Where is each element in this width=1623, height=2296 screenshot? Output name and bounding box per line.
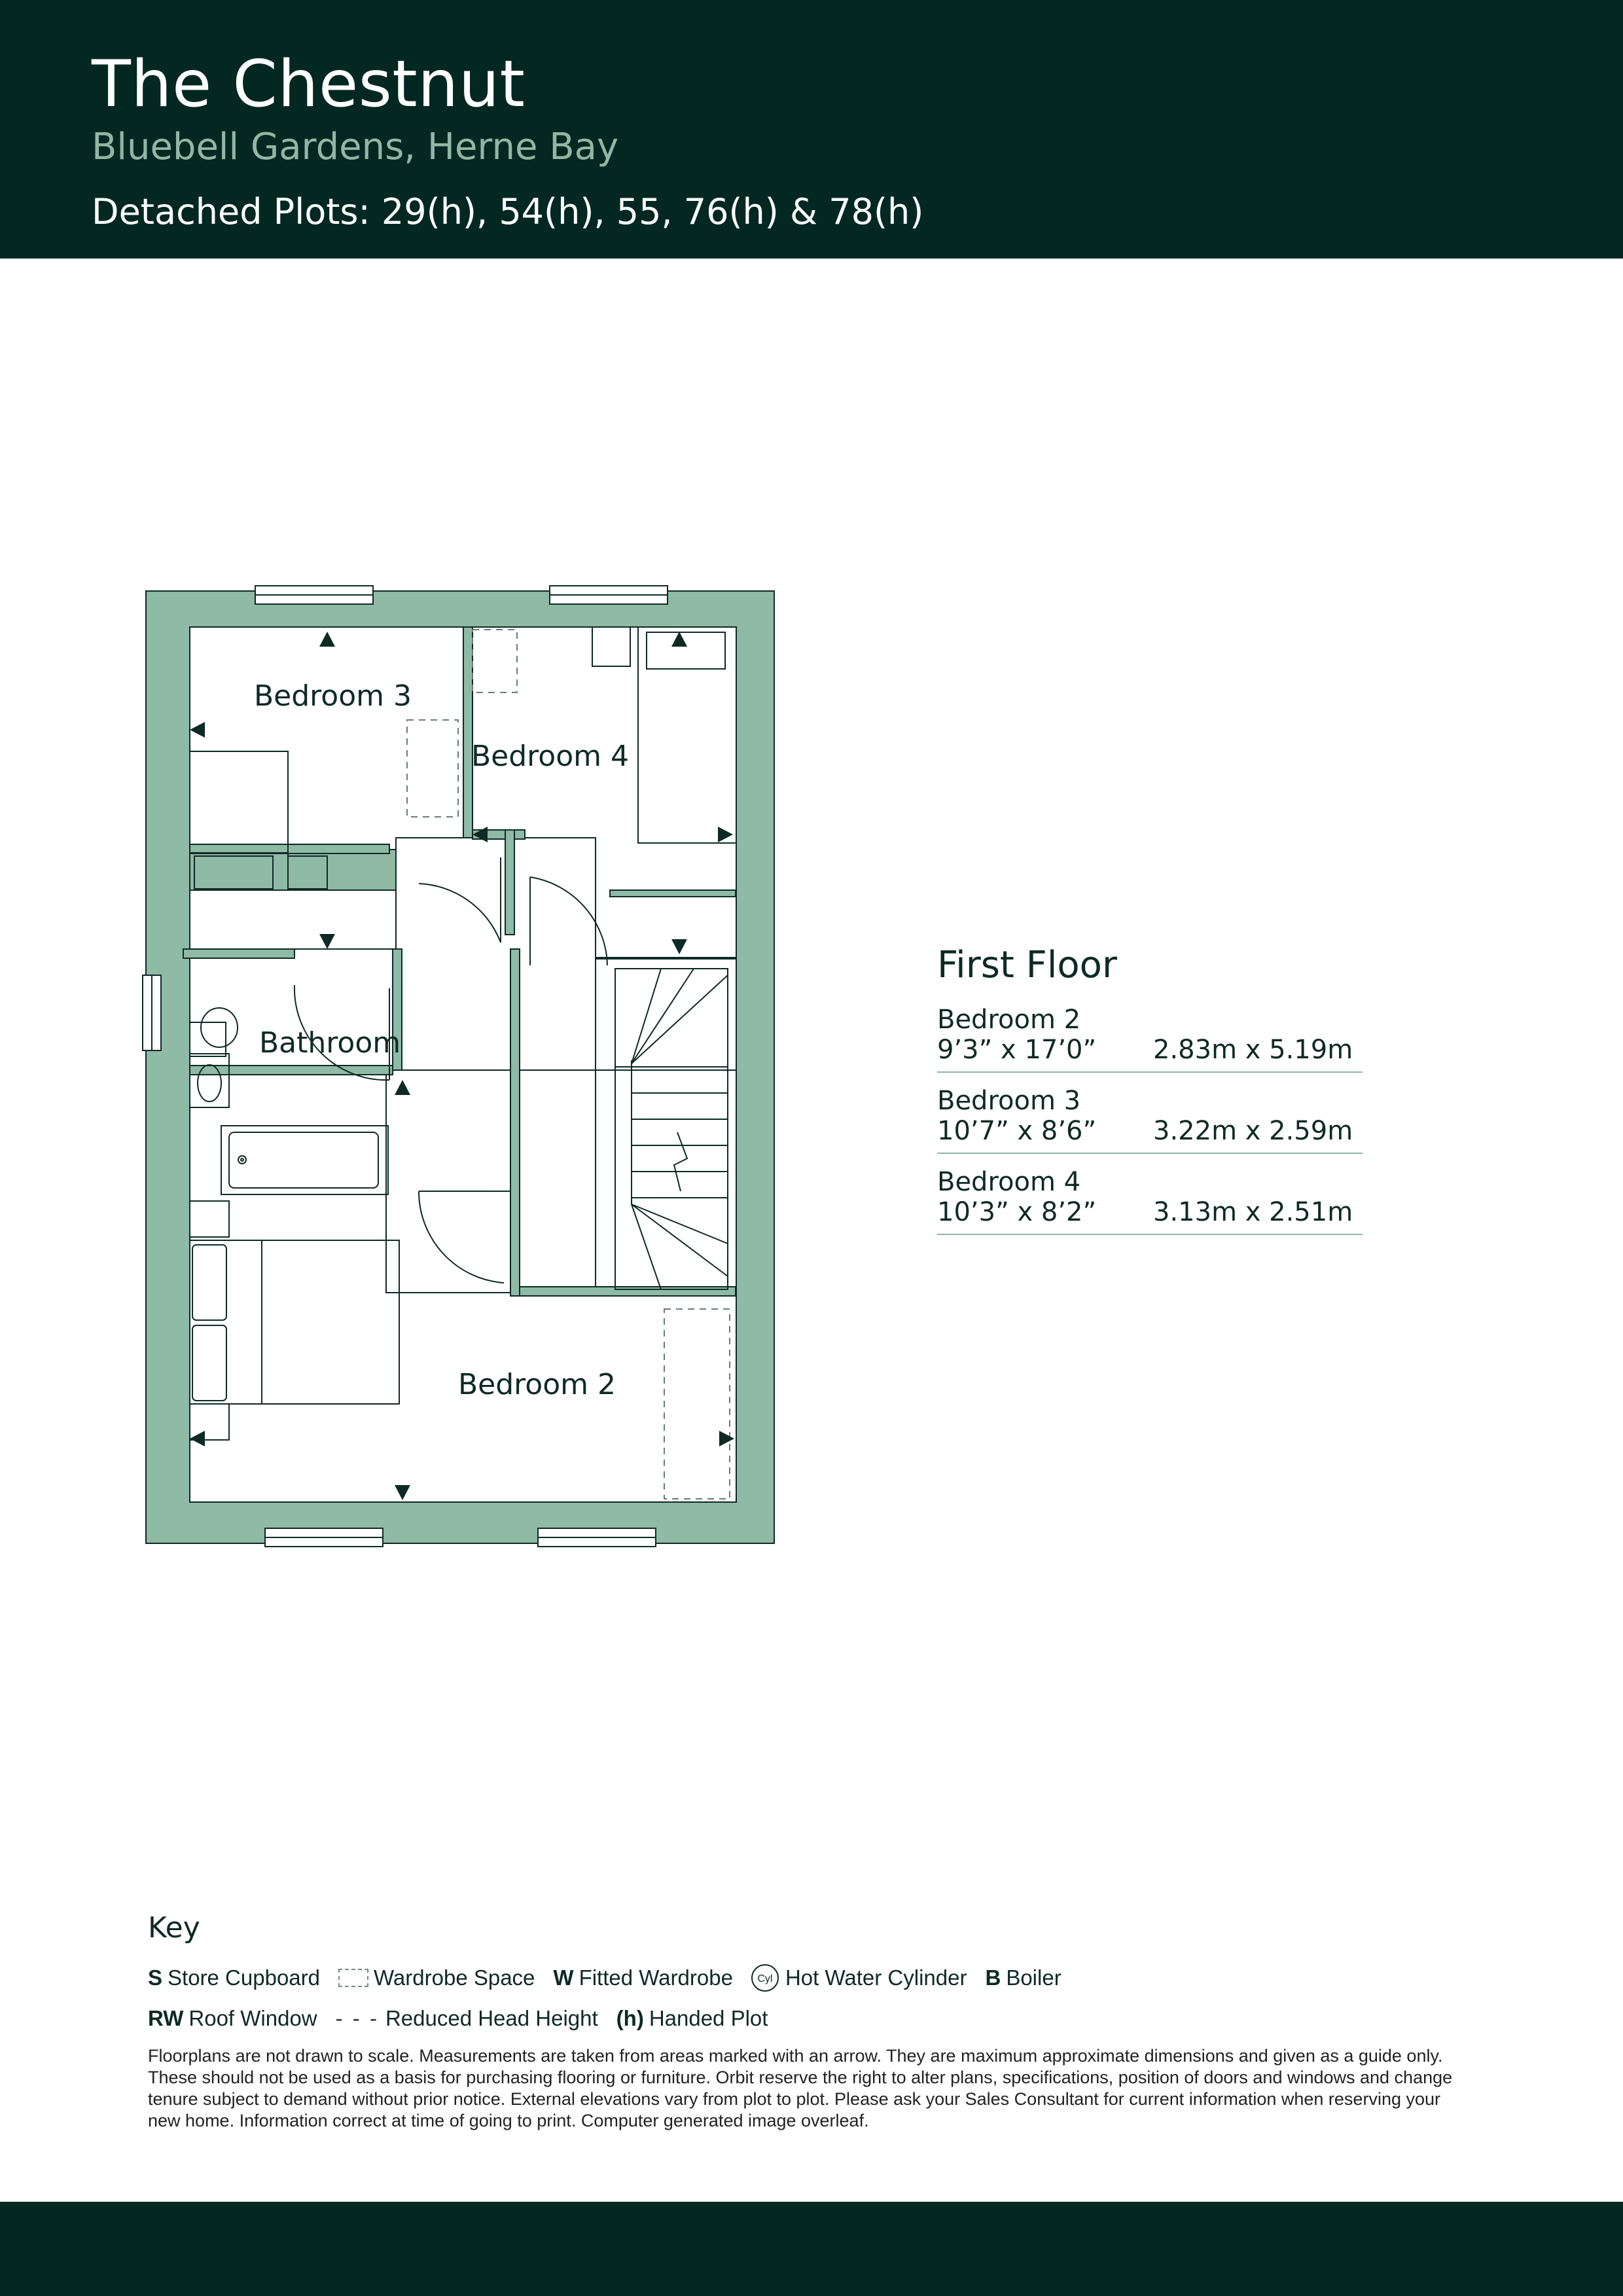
plots-line: Detached Plots: 29(h), 54(h), 55, 76(h) …: [92, 191, 924, 232]
wardrobe-space-swatch-icon: [338, 1969, 368, 1987]
boiler-label: Boiler: [1006, 1965, 1061, 1990]
key-title: Key: [148, 1911, 200, 1945]
wardrobe-spaces: [406, 629, 730, 1499]
disclaimer-text: Floorplans are not drawn to scale. Measu…: [148, 2046, 1453, 2130]
footer-band: [0, 2202, 1623, 2296]
room-dimensions-panel: First Floor Bedroom 2 9’3” x 17’0” 2.83m…: [937, 944, 1363, 1248]
boiler-code: B: [985, 1965, 1001, 1990]
wardrobe-space-label: Wardrobe Space: [374, 1965, 535, 1990]
key-boiler: B Boiler: [985, 1965, 1061, 1990]
reduced-label: Reduced Head Height: [385, 2006, 598, 2030]
room-floors: [189, 626, 737, 1503]
roof-label: Roof Window: [188, 2006, 317, 2030]
staircase: [615, 968, 728, 1290]
key-hot-water-cylinder: Cyl Hot Water Cylinder: [751, 1964, 967, 1992]
room-name: Bedroom 2: [937, 1005, 1081, 1035]
room-dimensions: 9’3” x 17’0” 2.83m x 5.19m: [937, 1035, 1363, 1065]
key-reduced-head-height: - - - Reduced Head Height: [336, 2006, 598, 2031]
key-roof-window: RW Roof Window: [148, 2006, 317, 2031]
development-subtitle: Bluebell Gardens, Herne Bay: [92, 126, 619, 168]
cylinder-icon: Cyl: [751, 1964, 779, 1992]
fitted-label: Fitted Wardrobe: [579, 1965, 733, 1990]
room-dimensions: 10’7” x 8’6” 3.22m x 2.59m: [937, 1116, 1363, 1146]
handed-label: Handed Plot: [649, 2006, 768, 2030]
metric-dimensions: 3.13m x 2.51m: [1153, 1197, 1353, 1227]
room-row: Bedroom 4 10’3” x 8’2” 3.13m x 2.51m: [937, 1167, 1363, 1235]
room-label-bedroom2: Bedroom 2: [458, 1368, 616, 1401]
windows: [142, 585, 668, 1547]
key-row: RW Roof Window - - - Reduced Head Height…: [148, 2006, 1483, 2031]
floor-plan: Bedroom 3 Bedroom 4 Bathroom Bedroom 2: [142, 585, 775, 1547]
key-fitted-wardrobe: W Fitted Wardrobe: [553, 1965, 733, 1990]
imperial-dimensions: 10’3” x 8’2”: [937, 1197, 1097, 1227]
room-name: Bedroom 3: [937, 1086, 1081, 1116]
room-label-bathroom: Bathroom: [259, 1026, 401, 1060]
room-dimensions: 10’3” x 8’2” 3.13m x 2.51m: [937, 1197, 1363, 1227]
partition-walls: [183, 626, 736, 1297]
furniture: [189, 626, 737, 1441]
room-row: Bedroom 2 9’3” x 17’0” 2.83m x 5.19m: [937, 1005, 1363, 1073]
metric-dimensions: 2.83m x 5.19m: [1153, 1035, 1353, 1065]
floor-title: First Floor: [937, 944, 1117, 986]
key-wardrobe-space: Wardrobe Space: [338, 1965, 535, 1990]
key-row: S Store Cupboard Wardrobe Space W Fitted…: [148, 1964, 1483, 1992]
reduced-head-height-icon: - - -: [335, 2006, 379, 2030]
key-section: Key S Store Cupboard Wardrobe Space W Fi…: [148, 1911, 1483, 2132]
measurement-arrows: [190, 632, 734, 1500]
imperial-dimensions: 10’7” x 8’6”: [937, 1116, 1097, 1146]
key-store-cupboard: S Store Cupboard: [148, 1965, 320, 1990]
key-handed-plot: (h) Handed Plot: [616, 2006, 768, 2031]
metric-dimensions: 3.22m x 2.59m: [1153, 1116, 1353, 1146]
cylinder-label: Hot Water Cylinder: [785, 1965, 967, 1990]
roof-code: RW: [148, 2006, 184, 2030]
room-row: Bedroom 3 10’7” x 8’6” 3.22m x 2.59m: [937, 1086, 1363, 1154]
door-swings: [293, 857, 608, 1283]
store-code: S: [148, 1965, 163, 1990]
fitted-code: W: [553, 1965, 574, 1990]
room-label-bedroom3: Bedroom 3: [254, 679, 412, 713]
header-band: The Chestnut Bluebell Gardens, Herne Bay…: [0, 0, 1623, 259]
room-name: Bedroom 4: [937, 1167, 1081, 1197]
store-label: Store Cupboard: [168, 1965, 320, 1990]
page-title: The Chestnut: [92, 47, 526, 122]
room-label-bedroom4: Bedroom 4: [471, 740, 629, 773]
imperial-dimensions: 9’3” x 17’0”: [937, 1035, 1097, 1065]
handed-code: (h): [616, 2006, 644, 2030]
